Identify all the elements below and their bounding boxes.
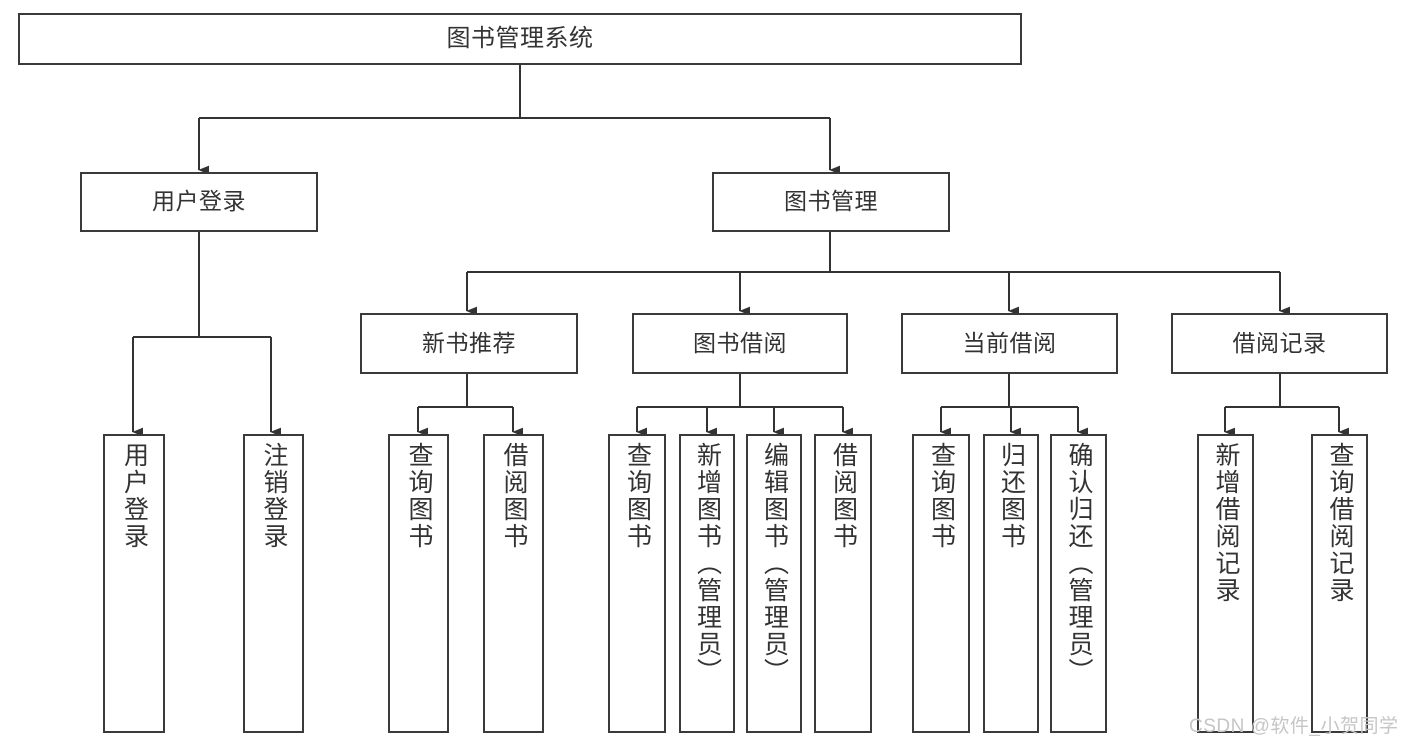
- node-leaf-confirm-return[interactable]: 确认归还（管理员）: [1050, 434, 1107, 733]
- node-leaf-edit-book[interactable]: 编辑图书（管理员）: [746, 434, 802, 733]
- node-leaf-confirm-return-label: 确认归还（管理员）: [1065, 442, 1093, 685]
- node-leaf-borrow-book-2-label: 借阅图书: [829, 442, 858, 550]
- node-root-label: 图书管理系统: [446, 24, 594, 52]
- node-leaf-query-book-1-label: 查询图书: [405, 442, 433, 550]
- csdn-watermark: CSDN @软件_小贺同学: [1189, 716, 1399, 737]
- node-root[interactable]: 图书管理系统: [18, 13, 1022, 65]
- node-leaf-query-book-3[interactable]: 查询图书: [912, 434, 970, 733]
- node-leaf-add-book[interactable]: 新增图书（管理员）: [679, 434, 735, 733]
- node-new-book-rec[interactable]: 新书推荐: [360, 313, 578, 374]
- node-leaf-logout-login-label: 注销登录: [260, 442, 288, 550]
- node-leaf-user-login-label: 用户登录: [120, 442, 149, 550]
- node-leaf-edit-book-label: 编辑图书（管理员）: [760, 442, 789, 685]
- node-leaf-borrow-book-2[interactable]: 借阅图书: [814, 434, 872, 733]
- node-leaf-add-book-label: 新增图书（管理员）: [693, 442, 722, 685]
- node-leaf-logout-login[interactable]: 注销登录: [243, 434, 304, 733]
- node-user-login-label: 用户登录: [152, 188, 246, 215]
- node-leaf-query-book-2[interactable]: 查询图书: [608, 434, 666, 733]
- node-book-borrow[interactable]: 图书借阅: [632, 313, 848, 374]
- node-leaf-return-book-label: 归还图书: [997, 442, 1026, 550]
- node-leaf-query-record-label: 查询借阅记录: [1326, 442, 1354, 604]
- node-borrow-record-label: 借阅记录: [1232, 329, 1327, 356]
- node-leaf-query-book-2-label: 查询图书: [623, 442, 652, 550]
- node-leaf-return-book[interactable]: 归还图书: [983, 434, 1039, 733]
- node-leaf-user-login[interactable]: 用户登录: [103, 434, 165, 733]
- node-leaf-query-book-3-label: 查询图书: [927, 442, 956, 550]
- node-leaf-add-record-label: 新增借阅记录: [1212, 442, 1240, 604]
- node-book-manage[interactable]: 图书管理: [712, 172, 950, 232]
- node-leaf-borrow-book-1-label: 借阅图书: [500, 442, 528, 550]
- node-current-borrow[interactable]: 当前借阅: [901, 313, 1118, 374]
- node-leaf-query-record[interactable]: 查询借阅记录: [1311, 434, 1368, 733]
- node-borrow-record[interactable]: 借阅记录: [1171, 313, 1388, 374]
- node-leaf-add-record[interactable]: 新增借阅记录: [1197, 434, 1254, 733]
- node-leaf-borrow-book-1[interactable]: 借阅图书: [483, 434, 544, 733]
- node-book-manage-label: 图书管理: [784, 188, 878, 215]
- node-current-borrow-label: 当前借阅: [962, 329, 1057, 356]
- node-new-book-rec-label: 新书推荐: [422, 329, 516, 356]
- node-user-login[interactable]: 用户登录: [80, 172, 318, 232]
- node-leaf-query-book-1[interactable]: 查询图书: [388, 434, 449, 733]
- node-book-borrow-label: 图书借阅: [693, 329, 787, 356]
